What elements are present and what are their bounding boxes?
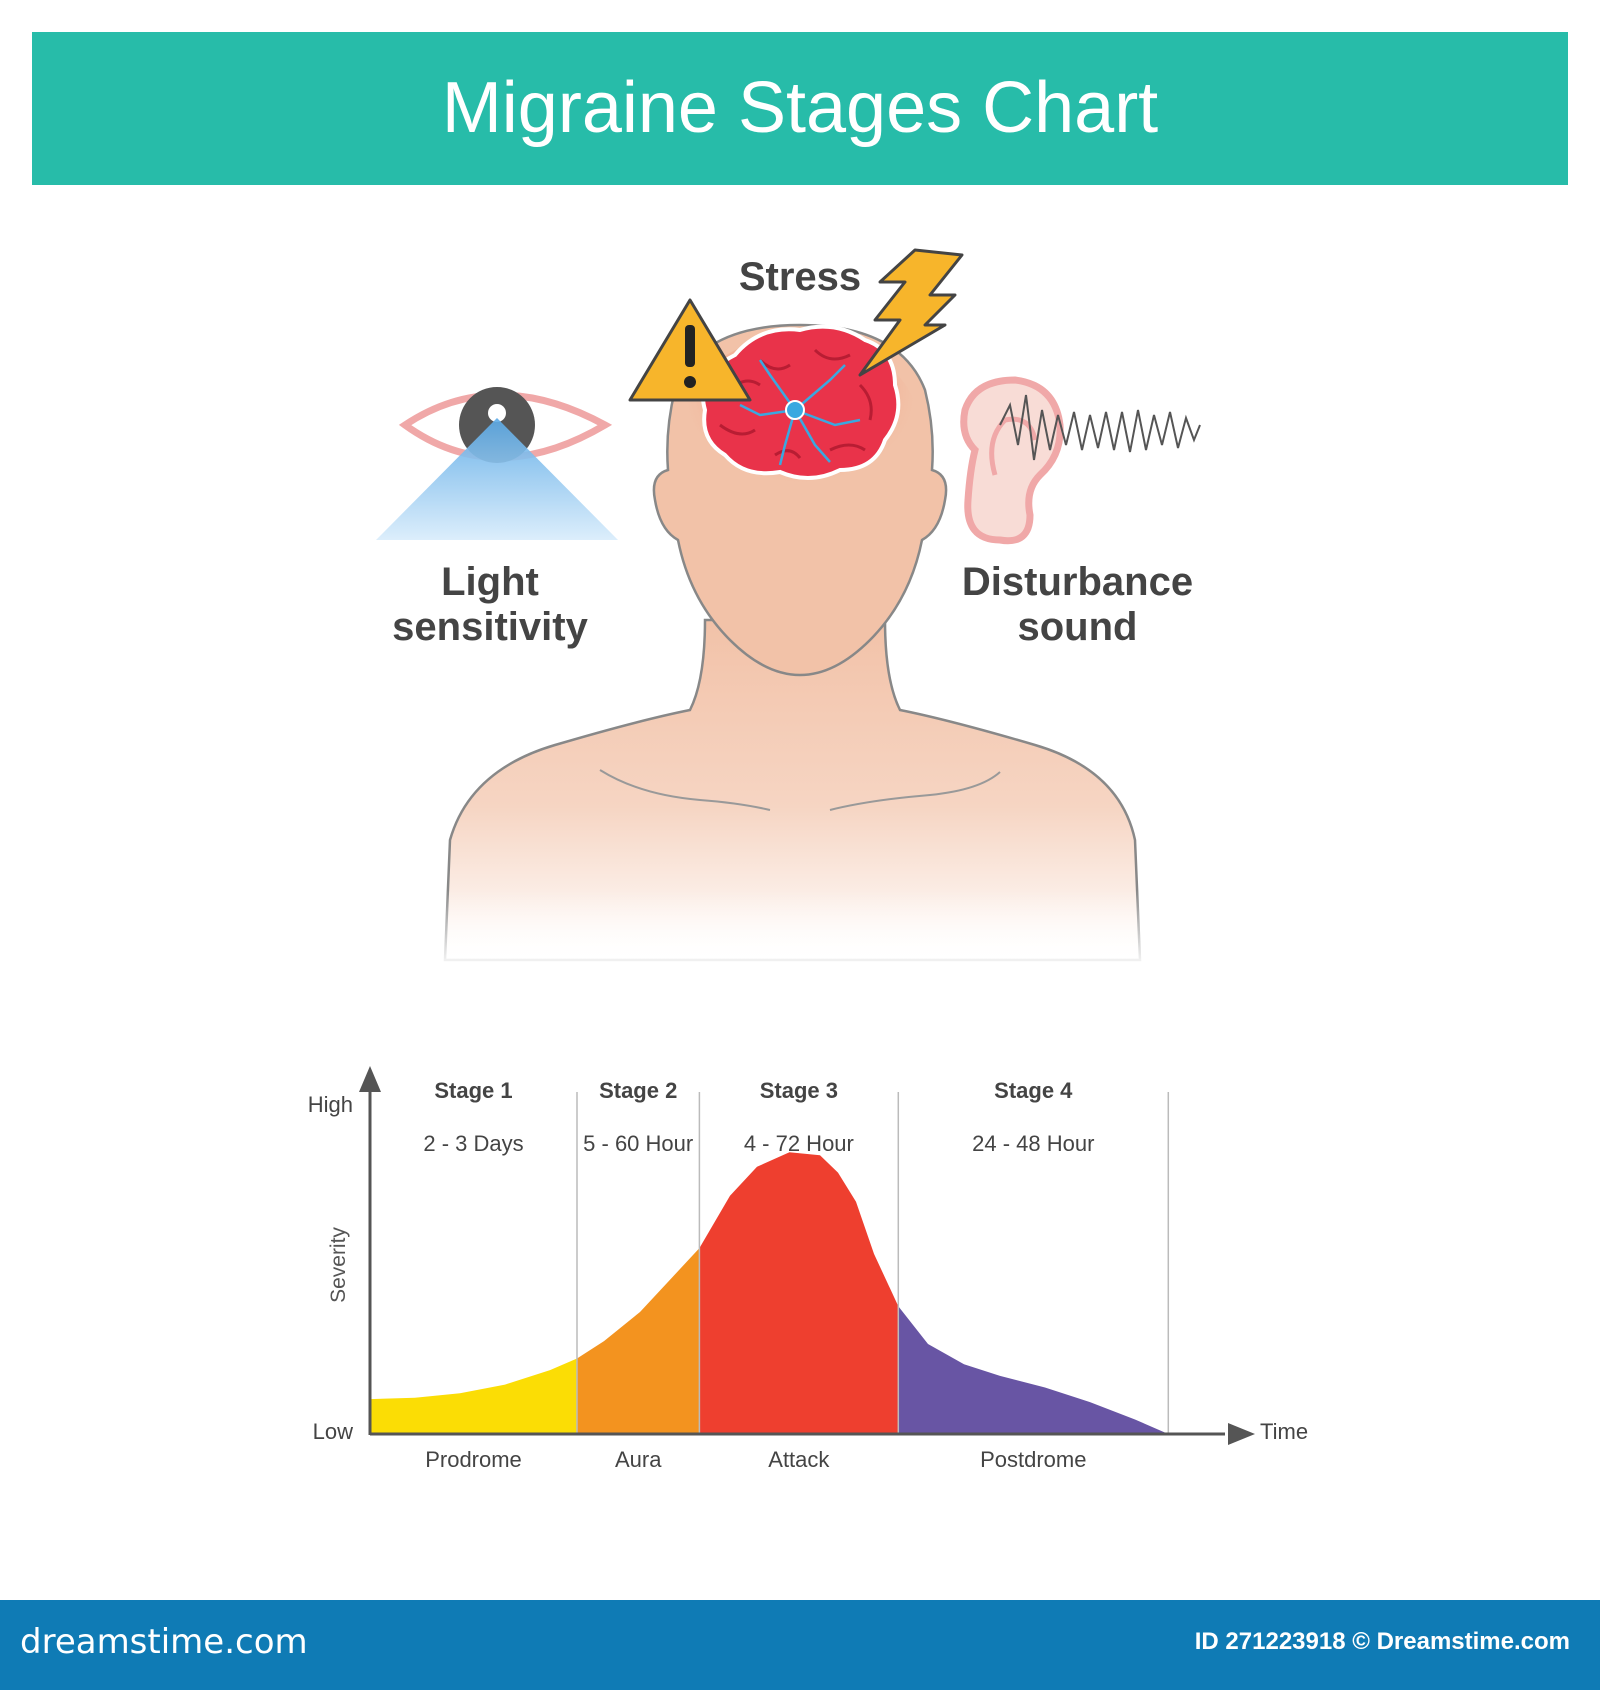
stage-dividers bbox=[576, 1092, 1170, 1434]
stage-area-4 bbox=[898, 1306, 1169, 1434]
body-outline bbox=[430, 618, 1160, 970]
stage-area-1 bbox=[370, 1358, 577, 1434]
page-title: Migraine Stages Chart bbox=[441, 68, 1159, 148]
sound-label-line1: Disturbance bbox=[961, 560, 1194, 604]
stage-area-3 bbox=[699, 1152, 899, 1434]
stress-label: Stress bbox=[738, 255, 862, 299]
footer-bar: dreamstime.com ID 271223918 © Dreamstime… bbox=[0, 1600, 1600, 1690]
stage-duration-4: 24 - 48 Hour bbox=[972, 1131, 1094, 1156]
person-illustration bbox=[376, 248, 1201, 970]
migraine-illustration: Stress Light sensitivity Disturbance sou… bbox=[0, 200, 1600, 1000]
neuron-icon bbox=[739, 359, 861, 466]
stage-phase-1: Prodrome bbox=[425, 1447, 522, 1472]
migraine-stages-chart: High Low Severity Time Stage 1 2 - 3 Days… bbox=[308, 1066, 1308, 1472]
stage-phase-2: Aura bbox=[615, 1447, 662, 1472]
x-axis-arrow-icon bbox=[1228, 1423, 1255, 1445]
y-tick-high: High bbox=[308, 1092, 353, 1117]
light-label-line1: Light bbox=[441, 560, 539, 604]
title-bar: Migraine Stages Chart bbox=[32, 32, 1568, 185]
chart-areas bbox=[370, 1152, 1169, 1434]
warning-icon bbox=[628, 298, 752, 402]
disturbance-sound-label: Disturbance sound bbox=[935, 560, 1220, 650]
stage-phase-3: Attack bbox=[768, 1447, 830, 1472]
stage-phase-4: Postdrome bbox=[980, 1447, 1086, 1472]
footer-brand: dreamstime.com bbox=[20, 1622, 308, 1662]
stage-duration-3: 4 - 72 Hour bbox=[744, 1131, 854, 1156]
y-axis-label: Severity bbox=[327, 1227, 350, 1303]
sound-wave-icon bbox=[999, 394, 1201, 461]
sound-label-line2: sound bbox=[1017, 605, 1138, 649]
y-tick-low: Low bbox=[313, 1419, 353, 1444]
stage-area-2 bbox=[577, 1248, 700, 1434]
y-axis-arrow-icon bbox=[359, 1066, 381, 1092]
stage-title-3: Stage 3 bbox=[760, 1078, 838, 1103]
light-sensitivity-label: Light sensitivity bbox=[360, 560, 620, 650]
eye-icon bbox=[376, 387, 618, 540]
stage-title-4: Stage 4 bbox=[994, 1078, 1073, 1103]
stage-duration-1: 2 - 3 Days bbox=[423, 1131, 523, 1156]
stage-title-1: Stage 1 bbox=[434, 1078, 512, 1103]
footer-id: ID 271223918 © Dreamstime.com bbox=[1194, 1628, 1570, 1655]
lightning-icon bbox=[858, 248, 964, 377]
ear-icon bbox=[960, 376, 1064, 545]
stage-title-2: Stage 2 bbox=[599, 1078, 677, 1103]
light-label-line2: sensitivity bbox=[392, 605, 588, 649]
x-axis-label: Time bbox=[1260, 1419, 1308, 1444]
stage-duration-2: 5 - 60 Hour bbox=[583, 1131, 693, 1156]
